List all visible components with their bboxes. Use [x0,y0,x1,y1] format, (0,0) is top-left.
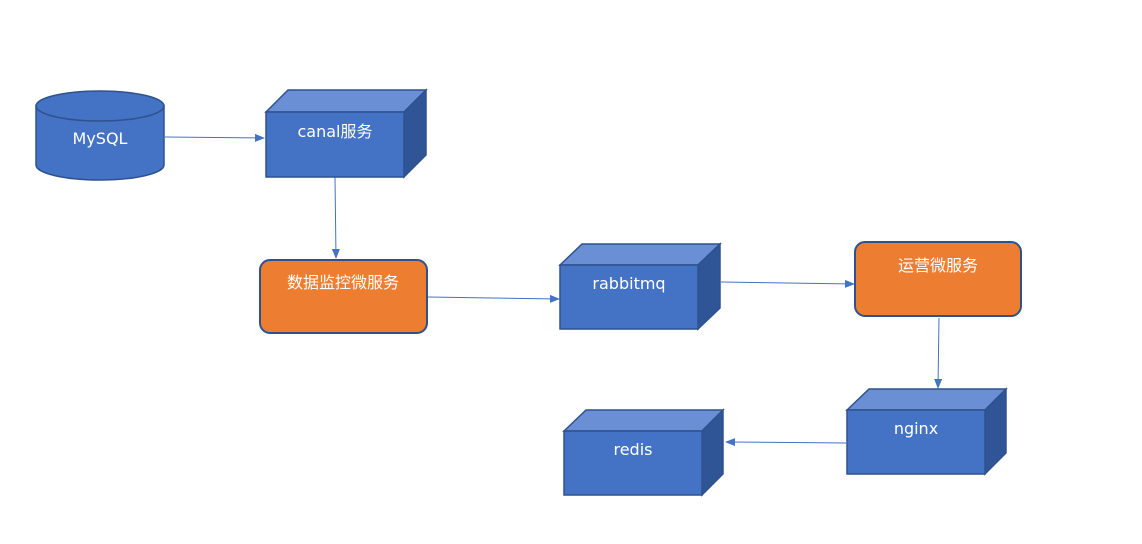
database-cylinder-top [35,90,165,122]
node-nginx-label: nginx [894,419,938,438]
node-mysql-label: MySQL [73,129,128,148]
node-mysql[interactable]: MySQL [35,90,165,181]
node-canal-label: canal服务 [298,122,373,141]
cube-top-face [558,243,722,266]
edge-rabbitmq-to-ops [720,279,855,288]
node-monitor-label: 数据监控微服务 [287,273,399,292]
service-box [854,241,1022,317]
node-redis-label: redis [613,440,652,459]
cube-top-face [562,409,725,432]
database-cylinder-icon [35,105,165,181]
edge-ops-to-nginx [934,317,943,389]
node-monitor[interactable]: 数据监控微服务 [259,259,428,334]
cube-front-face [563,430,703,496]
cube-front-face [559,264,699,330]
node-rabbitmq[interactable]: rabbitmq [558,242,722,331]
edge-nginx-to-redis [725,438,847,447]
node-ops-label: 运营微服务 [898,256,978,275]
edge-canal-to-monitor [331,176,340,259]
service-box [259,259,428,334]
node-canal[interactable]: canal服务 [264,88,428,179]
cube-top-face [845,388,1008,411]
edge-monitor-to-rabbitmq [427,294,560,303]
edge-mysql-to-canal [164,133,265,142]
node-rabbitmq-label: rabbitmq [592,274,665,293]
node-redis[interactable]: redis [562,408,725,497]
cube-top-face [264,89,428,113]
edges [164,133,943,447]
cube-front-face [265,111,405,178]
node-ops[interactable]: 运营微服务 [854,241,1022,317]
node-nginx[interactable]: nginx [845,387,1008,476]
cube-front-face [846,409,986,475]
